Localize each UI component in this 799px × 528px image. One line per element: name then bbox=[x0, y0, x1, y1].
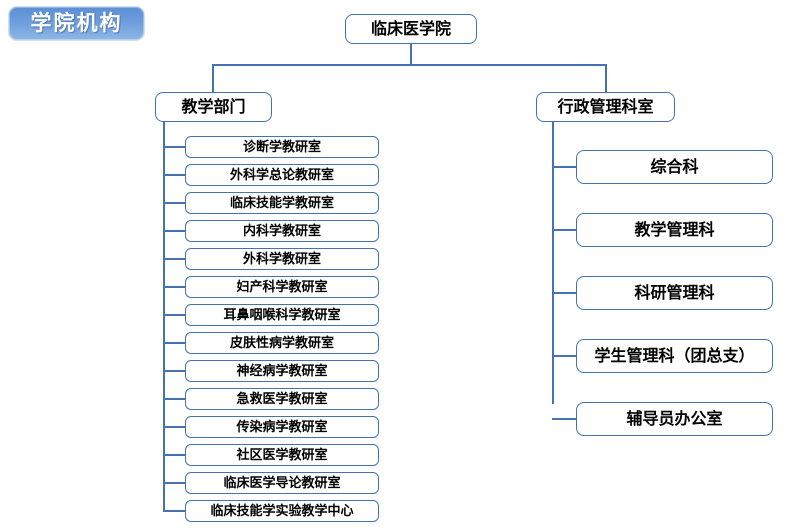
edge-stub bbox=[552, 418, 576, 420]
edge-stub bbox=[163, 258, 185, 260]
edge-stub bbox=[163, 146, 185, 148]
node-administration-child-3[interactable]: 科研管理科 bbox=[576, 276, 773, 310]
edge-stub bbox=[552, 166, 576, 168]
edge-stub bbox=[163, 230, 185, 232]
edge-teaching-spine bbox=[163, 122, 165, 511]
section-badge: 学院机构 bbox=[8, 6, 145, 41]
node-teaching-child-6[interactable]: 妇产科学教研室 bbox=[185, 276, 379, 298]
node-teaching-child-7[interactable]: 耳鼻咽喉科学教研室 bbox=[185, 304, 379, 326]
edge-stub bbox=[163, 426, 185, 428]
edge-stub bbox=[163, 454, 185, 456]
edge-stub bbox=[163, 510, 185, 512]
node-teaching-child-4[interactable]: 内科学教研室 bbox=[185, 220, 379, 242]
node-root[interactable]: 临床医学院 bbox=[345, 14, 477, 44]
edge-stub bbox=[163, 174, 185, 176]
node-teaching-child-3[interactable]: 临床技能学教研室 bbox=[185, 192, 379, 214]
node-administration-child-4[interactable]: 学生管理科（团总支） bbox=[576, 339, 773, 373]
edge-stub bbox=[163, 314, 185, 316]
node-teaching-child-10[interactable]: 急救医学教研室 bbox=[185, 388, 379, 410]
node-administration-child-5[interactable]: 辅导员办公室 bbox=[576, 402, 773, 436]
node-teaching-child-12[interactable]: 社区医学教研室 bbox=[185, 444, 379, 466]
edge-stub bbox=[163, 370, 185, 372]
node-branch-administration[interactable]: 行政管理科室 bbox=[536, 92, 675, 122]
edge-branch-bar bbox=[212, 64, 607, 66]
section-badge-label: 学院机构 bbox=[30, 11, 123, 35]
node-teaching-child-11[interactable]: 传染病学教研室 bbox=[185, 416, 379, 438]
edge-stub bbox=[552, 355, 576, 357]
node-branch-teaching[interactable]: 教学部门 bbox=[155, 92, 272, 122]
node-teaching-child-9[interactable]: 神经病学教研室 bbox=[185, 360, 379, 382]
edge-root-stem bbox=[410, 44, 412, 65]
edge-stub bbox=[552, 292, 576, 294]
node-teaching-child-5[interactable]: 外科学教研室 bbox=[185, 248, 379, 270]
node-teaching-child-14[interactable]: 临床技能学实验教学中心 bbox=[185, 500, 379, 522]
edge-branch-right-drop bbox=[605, 64, 607, 92]
node-administration-child-2[interactable]: 教学管理科 bbox=[576, 213, 773, 247]
node-teaching-child-13[interactable]: 临床医学导论教研室 bbox=[185, 472, 379, 494]
edge-stub bbox=[163, 482, 185, 484]
node-teaching-child-1[interactable]: 诊断学教研室 bbox=[185, 136, 379, 158]
node-teaching-child-8[interactable]: 皮肤性病学教研室 bbox=[185, 332, 379, 354]
edge-stub bbox=[552, 229, 576, 231]
edge-stub bbox=[163, 202, 185, 204]
edge-branch-left-drop bbox=[212, 64, 214, 92]
node-administration-child-1[interactable]: 综合科 bbox=[576, 150, 773, 184]
edge-stub bbox=[163, 286, 185, 288]
edge-stub bbox=[163, 398, 185, 400]
node-teaching-child-2[interactable]: 外科学总论教研室 bbox=[185, 164, 379, 186]
edge-administration-spine bbox=[552, 122, 554, 404]
edge-stub bbox=[163, 342, 185, 344]
